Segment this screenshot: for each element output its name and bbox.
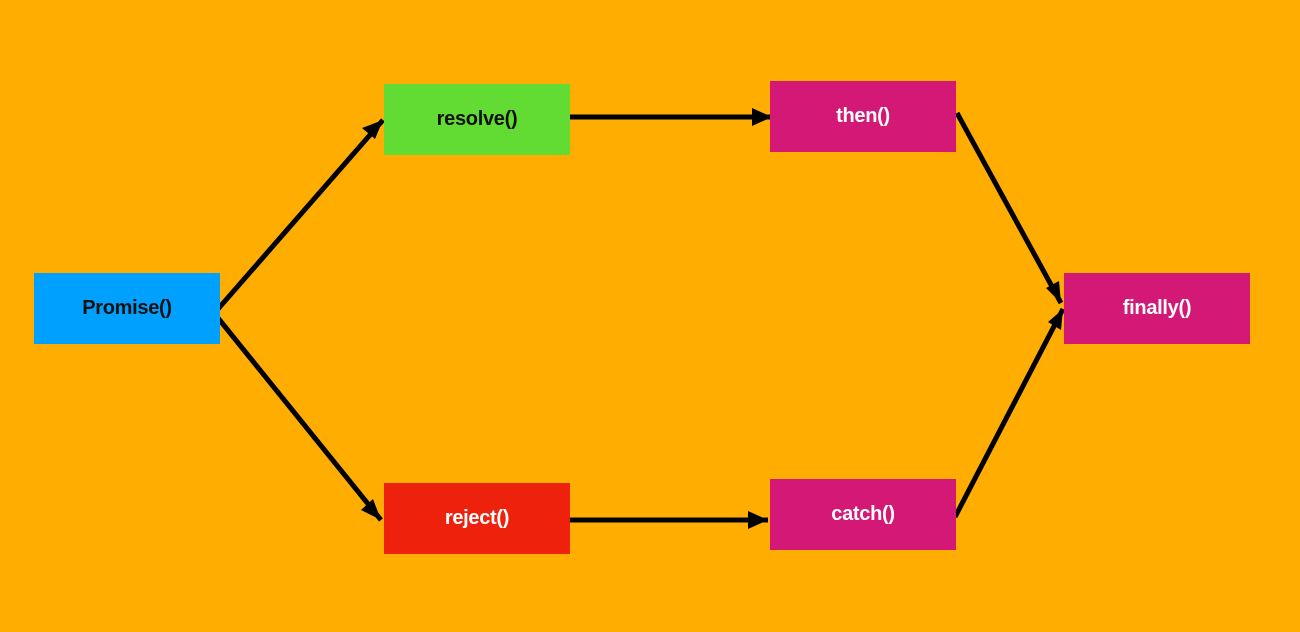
promise-label: Promise() bbox=[82, 297, 172, 319]
arrowhead-then bbox=[752, 108, 772, 126]
reject-label: reject() bbox=[444, 507, 510, 529]
arrow-promise-to-reject bbox=[216, 316, 383, 522]
resolve-label: resolve() bbox=[436, 108, 518, 130]
arrow-promise-to-resolve bbox=[216, 118, 385, 311]
finally-node: finally() bbox=[1064, 273, 1250, 344]
arrowhead-resolve bbox=[362, 120, 383, 139]
resolve-node: resolve() bbox=[384, 84, 570, 155]
then-node: then() bbox=[770, 81, 956, 152]
arrow-then-to-finally bbox=[954, 111, 1064, 305]
arrowhead-finally-top bbox=[1046, 281, 1061, 303]
promise-node: Promise() bbox=[34, 273, 220, 344]
arrow-catch-to-finally bbox=[952, 307, 1066, 519]
then-label: then() bbox=[836, 105, 890, 127]
catch-label: catch() bbox=[831, 503, 895, 525]
reject-node: reject() bbox=[384, 483, 570, 554]
arrowhead-catch bbox=[748, 511, 768, 529]
finally-label: finally() bbox=[1122, 297, 1192, 319]
arrowhead-finally-bottom bbox=[1048, 309, 1063, 330]
arrowhead-reject bbox=[361, 499, 381, 520]
catch-node: catch() bbox=[770, 479, 956, 550]
